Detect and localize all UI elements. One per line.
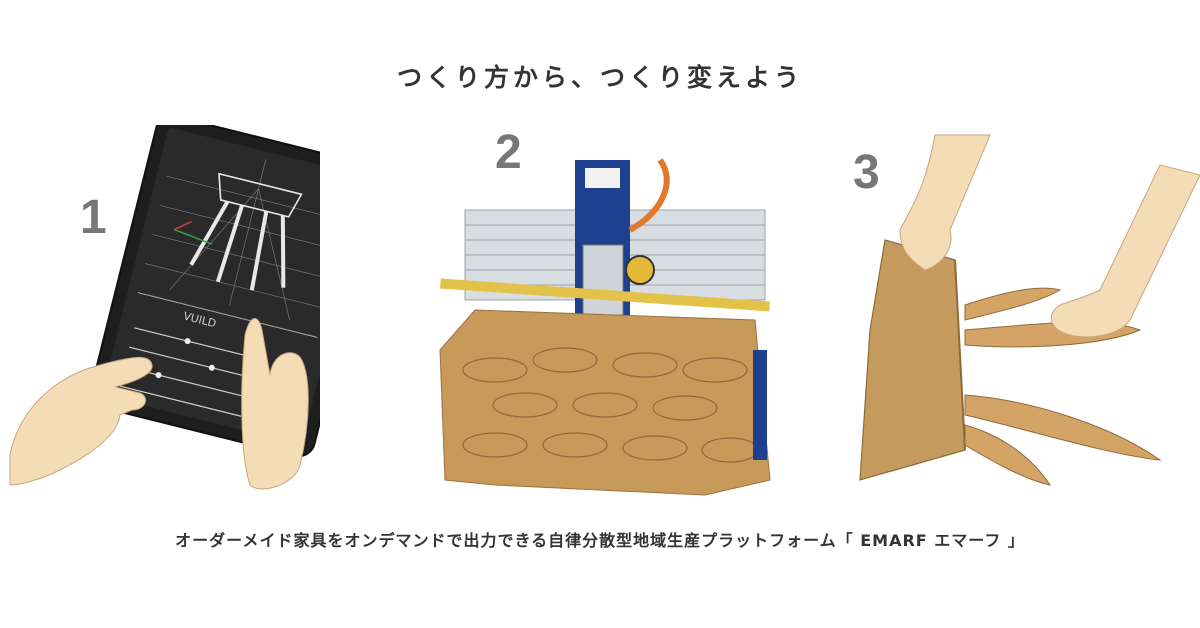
tablet-design-icon: VUILD (9, 125, 320, 490)
cnc-router-icon (439, 158, 771, 496)
stool-assembly-icon (859, 134, 1200, 486)
headline: つくり方から、つくり変えよう (396, 63, 803, 92)
tagline: オーダーメイド家具をオンデマンドで出力できる自律分散型地域生産プラットフォーム「… (175, 531, 1025, 550)
step-number-1: 1 (80, 191, 107, 244)
step-number-2: 2 (495, 126, 522, 179)
step-number-3: 3 (853, 146, 880, 199)
